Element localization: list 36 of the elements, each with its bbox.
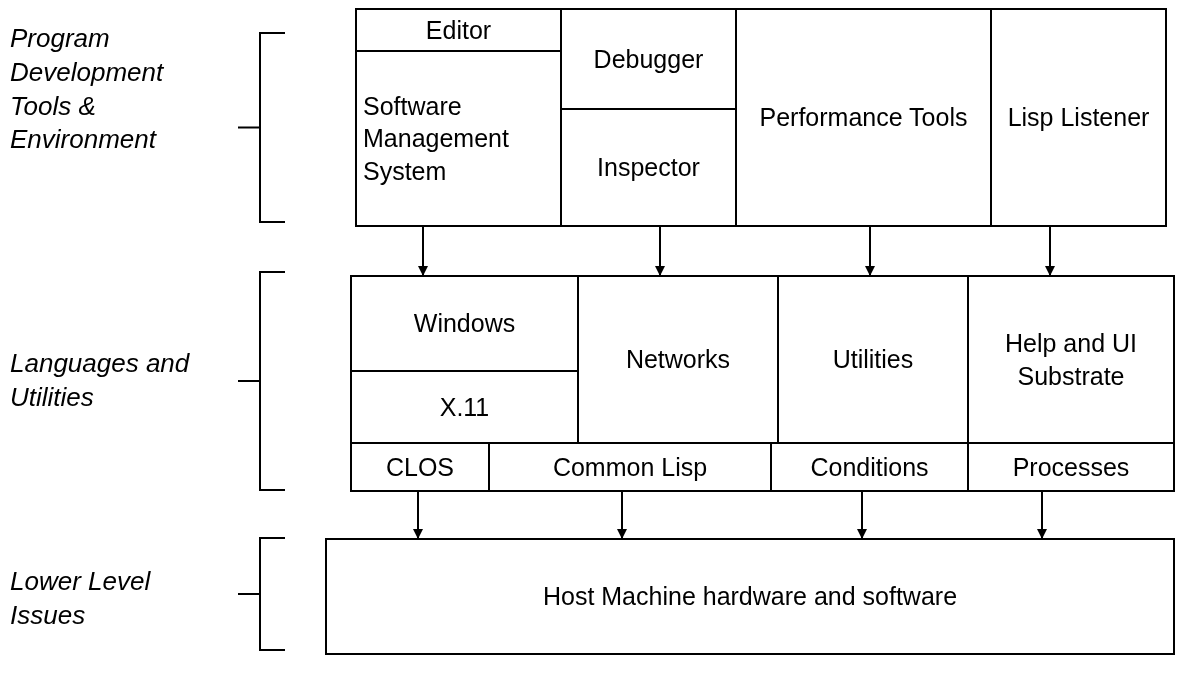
module-label: Inspector xyxy=(597,152,700,184)
layer-label: Languages and Utilities xyxy=(10,347,191,414)
module-label: Software Management System xyxy=(363,90,510,187)
module-box xyxy=(350,442,490,492)
module-label: Common Lisp xyxy=(552,451,708,483)
module-box xyxy=(355,50,562,227)
module-label: Host Machine hardware and software xyxy=(542,581,958,613)
arrow xyxy=(413,491,423,539)
arrow xyxy=(865,226,875,276)
module-label: X.11 xyxy=(439,391,490,423)
module-label: Networks xyxy=(625,344,731,376)
module-label: Help and UI Substrate xyxy=(1004,328,1138,392)
arrow xyxy=(1037,491,1047,539)
module-box xyxy=(967,442,1175,492)
layer-label: Program Development Tools & Environment xyxy=(10,22,165,157)
arrow xyxy=(617,491,627,539)
module-label: Editor xyxy=(425,14,492,46)
module-label: Performance Tools xyxy=(759,102,968,134)
module-label: Lisp Listener xyxy=(1007,102,1150,134)
module-label: Utilities xyxy=(832,344,914,376)
module-label: Processes xyxy=(1012,451,1130,483)
module-box xyxy=(350,275,579,372)
arrow xyxy=(418,226,428,276)
module-box xyxy=(355,8,562,52)
module-box xyxy=(325,538,1175,655)
module-box xyxy=(735,8,992,227)
module-label: Conditions xyxy=(810,451,929,483)
arrow xyxy=(857,491,867,539)
arrow xyxy=(655,226,665,276)
module-box xyxy=(990,8,1167,227)
layer-label: Lower Level Issues xyxy=(10,565,152,632)
module-label: Windows xyxy=(413,308,516,340)
module-label: Debugger xyxy=(593,43,704,75)
module-label: CLOS xyxy=(385,451,455,483)
arrow xyxy=(1045,226,1055,276)
module-box xyxy=(967,275,1175,444)
